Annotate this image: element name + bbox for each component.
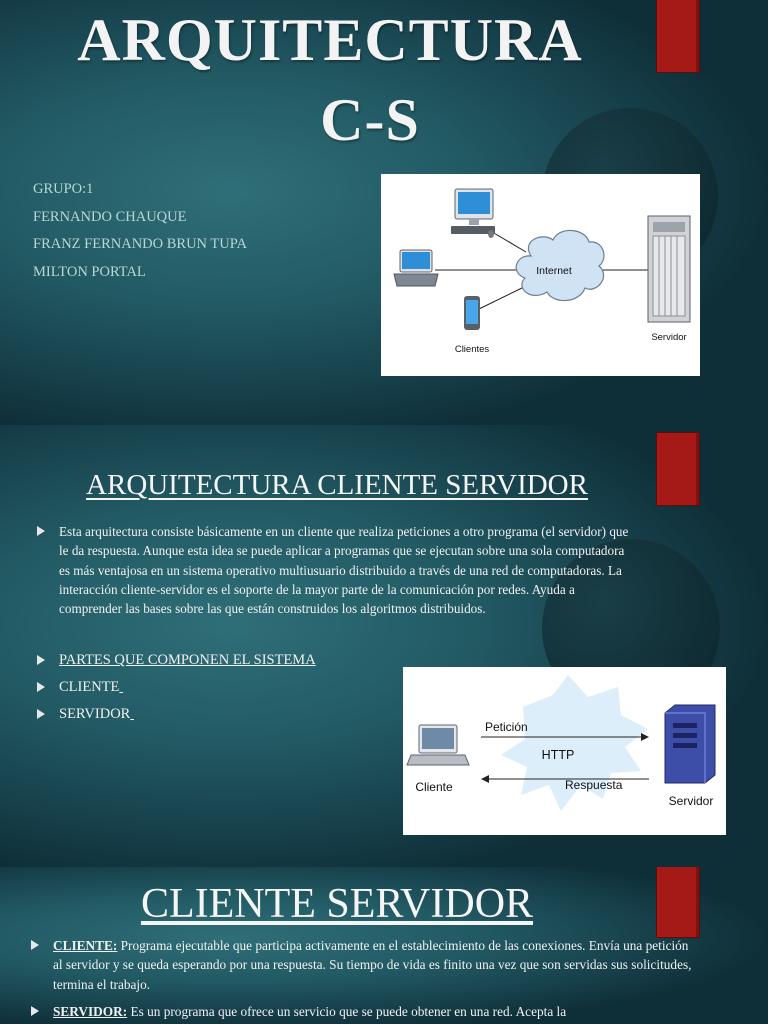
group-label: GRUPO:1	[33, 181, 94, 197]
internet-diagram: Internet Clientes	[381, 174, 700, 376]
server-term: SERVIDOR:	[53, 1004, 128, 1020]
server-definition: SERVIDOR: Es un programa que ofrece un s…	[31, 1002, 697, 1021]
bullet-arrow-icon	[37, 655, 45, 665]
section-title: ARQUITECTURA CLIENTE SERVIDOR	[86, 469, 588, 501]
server-label: Servidor	[669, 794, 714, 808]
definition-list: CLIENTE: Programa ejecutable que partici…	[31, 936, 697, 1022]
server-label: Servidor	[651, 332, 686, 343]
client-laptop-icon	[406, 724, 470, 766]
internet-cloud-icon: Internet	[515, 229, 605, 302]
http-diagram: Petición HTTP Respuesta Cliente Servidor	[403, 667, 726, 835]
client-term: CLIENTE:	[53, 938, 118, 953]
response-label: Respuesta	[565, 778, 623, 792]
member-name: FRANZ FERNANDO BRUN TUPA	[33, 236, 247, 252]
bullet-arrow-icon	[37, 709, 45, 719]
bullet-arrow-icon	[31, 1006, 39, 1017]
cloud-label: Internet	[536, 265, 572, 277]
laptop-icon	[393, 249, 439, 287]
slide-2: ARQUITECTURA CLIENTE SERVIDOR Esta arqui…	[0, 425, 768, 867]
bullet-arrow-icon	[31, 940, 39, 950]
protocol-label: HTTP	[542, 748, 575, 762]
red-accent-tab	[657, 867, 699, 937]
mobile-phone-icon	[464, 296, 480, 330]
member-name: FERNANDO CHAUQUE	[33, 208, 187, 225]
parts-list: PARTES QUE COMPONEN EL SISTEMA CLIENTE S…	[37, 647, 377, 728]
member-name: MILTON PORTAL	[33, 263, 146, 280]
red-accent-tab	[657, 433, 699, 505]
slide-title-line2: C-S	[320, 87, 420, 153]
request-label: Petición	[485, 720, 528, 734]
bullet-arrow-icon	[37, 526, 45, 536]
network-burst-icon	[501, 675, 648, 811]
content-bullets: Esta arquitectura consiste básicamente e…	[37, 522, 631, 618]
client-label: Cliente	[415, 780, 453, 794]
desktop-computer-icon	[451, 188, 495, 238]
red-accent-tab	[657, 0, 699, 72]
server-tower-icon	[647, 215, 691, 323]
section-title: CLIENTE SERVIDOR	[140, 881, 534, 927]
server-box-icon	[664, 704, 716, 784]
client-definition: CLIENTE: Programa ejecutable que partici…	[31, 936, 697, 994]
clients-label: Clientes	[455, 344, 490, 355]
group-members: GRUPO:1 FERNANDO CHAUQUE FRANZ FERNANDO …	[33, 176, 247, 286]
bullet-arrow-icon	[37, 682, 45, 692]
list-item-parts: PARTES QUE COMPONEN EL SISTEMA	[37, 647, 377, 674]
list-item-client: CLIENTE	[37, 674, 377, 701]
description-paragraph: Esta arquitectura consiste básicamente e…	[37, 522, 631, 618]
slide-title-line1: ARQUITECTURA	[77, 7, 583, 73]
slide-1: ARQUITECTURA C-S GRUPO:1 FERNANDO CHAUQU…	[0, 0, 768, 425]
slide-3: CLIENTE SERVIDOR CLIENTE: Programa ejecu…	[0, 867, 768, 1024]
list-item-server: SERVIDOR	[37, 701, 377, 728]
slide-background	[0, 867, 768, 1024]
